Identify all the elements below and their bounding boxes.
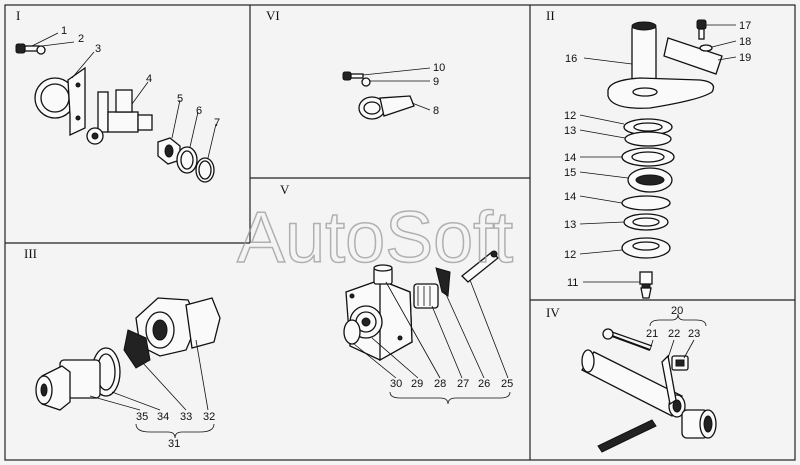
panel-vi-parts <box>342 67 431 120</box>
panel-label-i: I <box>16 8 20 23</box>
washer-part-18 <box>699 44 713 52</box>
callout-22: 22 <box>668 328 680 340</box>
callout-29: 29 <box>411 378 423 390</box>
panel-label-v: V <box>280 182 290 197</box>
callout-3: 3 <box>95 43 101 55</box>
callout-2: 2 <box>78 33 84 45</box>
callout-6: 6 <box>196 105 202 117</box>
clamp-part-3 <box>34 66 86 137</box>
spring-part-27 <box>413 283 439 309</box>
valve-body-part-29 <box>345 279 413 362</box>
cap-part-30 <box>343 319 361 345</box>
callout-14-top: 14 <box>564 152 576 164</box>
nipple-part-35 <box>35 359 101 411</box>
callout-9: 9 <box>433 76 439 88</box>
tee-fitting-part-4 <box>86 89 153 145</box>
callout-27: 27 <box>457 378 469 390</box>
panel-label-iv: IV <box>546 305 560 320</box>
pin-part-21 <box>602 328 653 351</box>
callout-12-bottom: 12 <box>564 249 576 261</box>
gasket-part-26 <box>435 267 451 297</box>
fitting-part-11 <box>639 271 653 299</box>
callout-32: 32 <box>203 411 215 423</box>
panel-label-ii: II <box>546 8 555 23</box>
callout-11: 11 <box>567 277 578 289</box>
bolt-part-10 <box>342 71 352 81</box>
callout-21: 21 <box>646 328 658 340</box>
callout-25: 25 <box>501 378 513 390</box>
ring-part-7 <box>195 157 215 183</box>
callout-35: 35 <box>136 411 148 423</box>
callout-10: 10 <box>433 62 445 74</box>
callout-19: 19 <box>739 52 751 64</box>
callout-4: 4 <box>146 73 152 85</box>
callout-18: 18 <box>739 36 751 48</box>
fitting-part-28 <box>373 264 393 285</box>
callout-12-top: 12 <box>564 110 576 122</box>
callout-15: 15 <box>564 167 576 179</box>
bolt-part-1 <box>15 43 40 54</box>
callout-17: 17 <box>739 20 751 32</box>
callout-26: 26 <box>478 378 490 390</box>
screw-part-25 <box>461 250 499 283</box>
pipe-part <box>581 349 686 418</box>
bracket-part-19 <box>663 37 723 75</box>
callout-23: 23 <box>688 328 700 340</box>
buckle-part-23 <box>671 355 689 371</box>
callout-14-bottom: 14 <box>564 191 576 203</box>
bolt-part-17 <box>696 19 707 30</box>
callout-13-top: 13 <box>564 125 576 137</box>
panel-ii-parts <box>579 19 737 299</box>
clamp-strap-part-22 <box>597 354 677 453</box>
washer-part-2 <box>36 45 46 55</box>
clamp-part-8 <box>358 95 415 120</box>
callout-33: 33 <box>180 411 192 423</box>
coupling-part <box>681 409 717 439</box>
bearing-stack <box>621 118 675 259</box>
callout-28: 28 <box>434 378 446 390</box>
panel-iii-parts <box>35 297 221 439</box>
callout-5: 5 <box>177 93 183 105</box>
panel-i-parts <box>15 32 217 183</box>
callout-30: 30 <box>390 378 402 390</box>
callout-8: 8 <box>433 105 439 117</box>
panel-iv-parts <box>581 313 717 453</box>
union-body-part-32 <box>135 297 221 357</box>
washer-part-9 <box>361 77 371 87</box>
ring-part-6 <box>176 146 198 174</box>
callout-31: 31 <box>168 438 180 450</box>
panel-frames <box>4 4 796 461</box>
seal-part-33 <box>123 329 151 369</box>
callout-16: 16 <box>565 53 577 65</box>
callout-13-bottom: 13 <box>564 219 576 231</box>
panel-v-parts <box>343 250 511 405</box>
panel-label-iii: III <box>24 246 37 261</box>
watermark: AutoSoft <box>237 198 513 278</box>
callout-7: 7 <box>214 117 220 129</box>
shaft-part-16 <box>607 21 715 109</box>
callout-1: 1 <box>61 25 67 37</box>
callout-34: 34 <box>157 411 169 423</box>
callout-20: 20 <box>671 305 683 317</box>
panel-label-vi: VI <box>266 8 280 23</box>
